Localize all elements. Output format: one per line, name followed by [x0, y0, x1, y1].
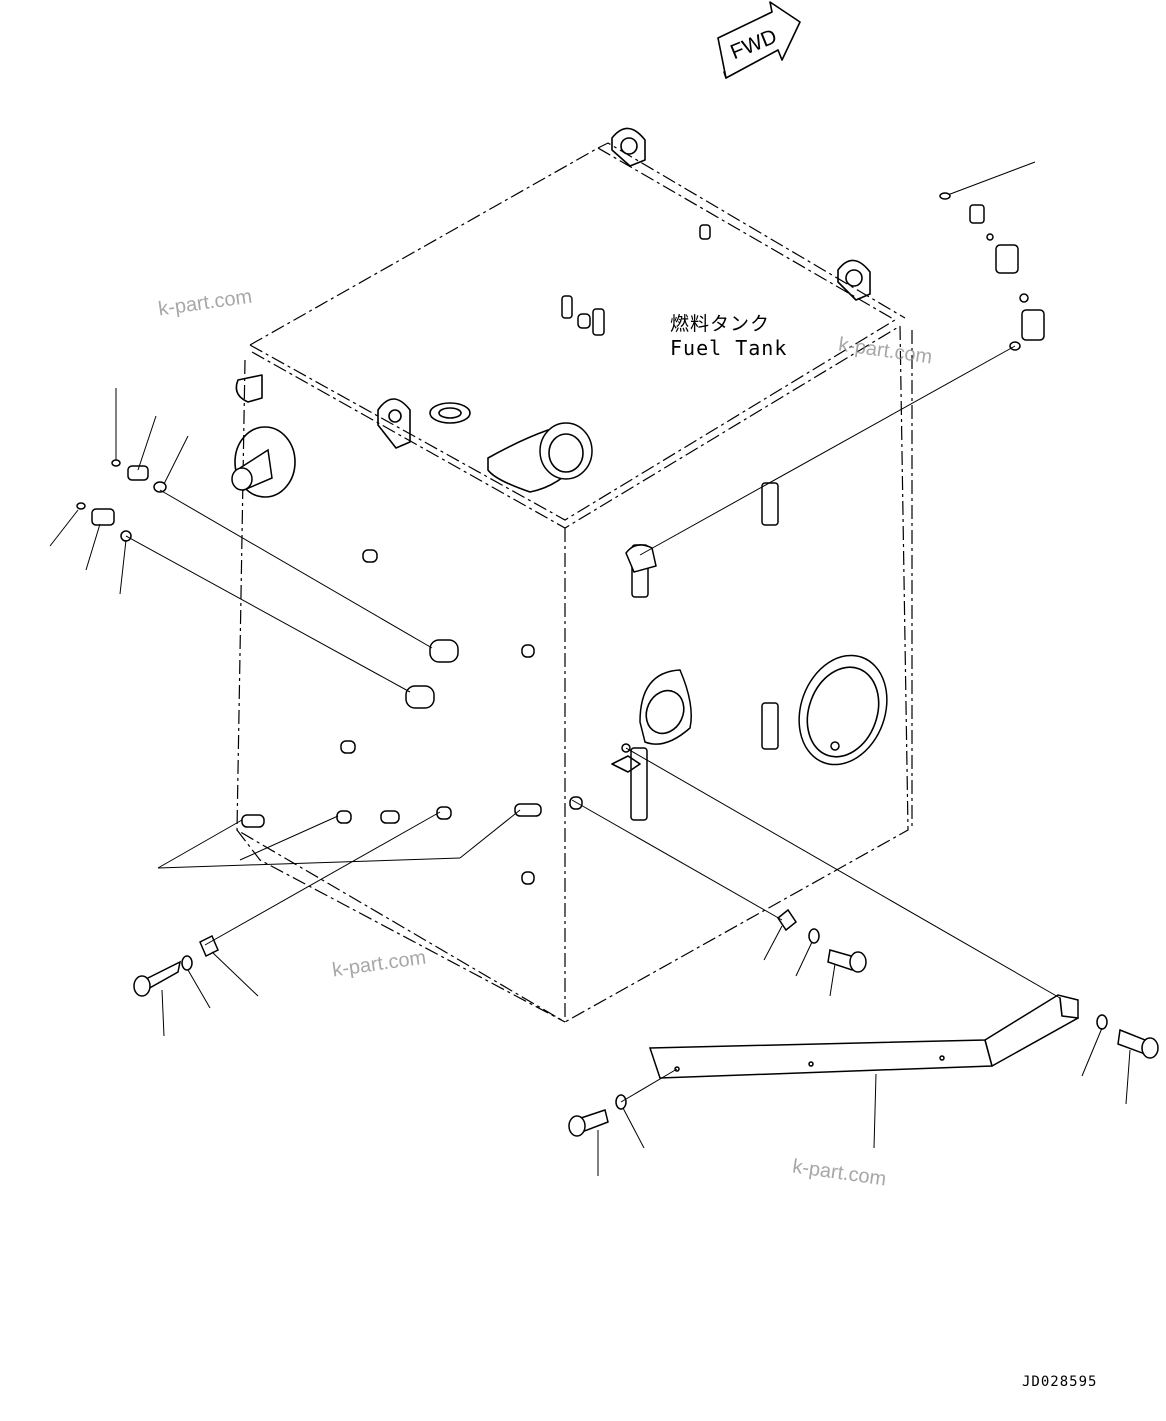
leader-lines: [49, 388, 1131, 1176]
lifting-eye-top-left: [377, 398, 411, 449]
fuel-tank-body: [236, 142, 913, 1023]
tank-band-bracket: [648, 994, 1079, 1079]
suction-port: [231, 374, 296, 498]
right-face-fittings: [569, 482, 779, 821]
level-gauge-assembly: [939, 161, 1045, 351]
title-english: Fuel Tank: [670, 336, 788, 360]
filler-neck: [487, 422, 593, 493]
assembly-lines: [125, 345, 1061, 1103]
drain-port: [611, 669, 692, 773]
fasteners: [133, 908, 1159, 1137]
inspection-cover: [798, 654, 888, 766]
fwd-arrow-icon: [717, 1, 801, 79]
lifting-eye-top-rear: [611, 127, 646, 167]
figure-number: JD028595: [1022, 1374, 1098, 1390]
title-japanese: 燃料タンク: [670, 313, 771, 335]
lifting-eye-top-right: [837, 259, 871, 301]
top-fittings: [429, 224, 711, 424]
left-exploded-fittings: [76, 459, 167, 542]
left-face-fittings: [241, 549, 542, 885]
